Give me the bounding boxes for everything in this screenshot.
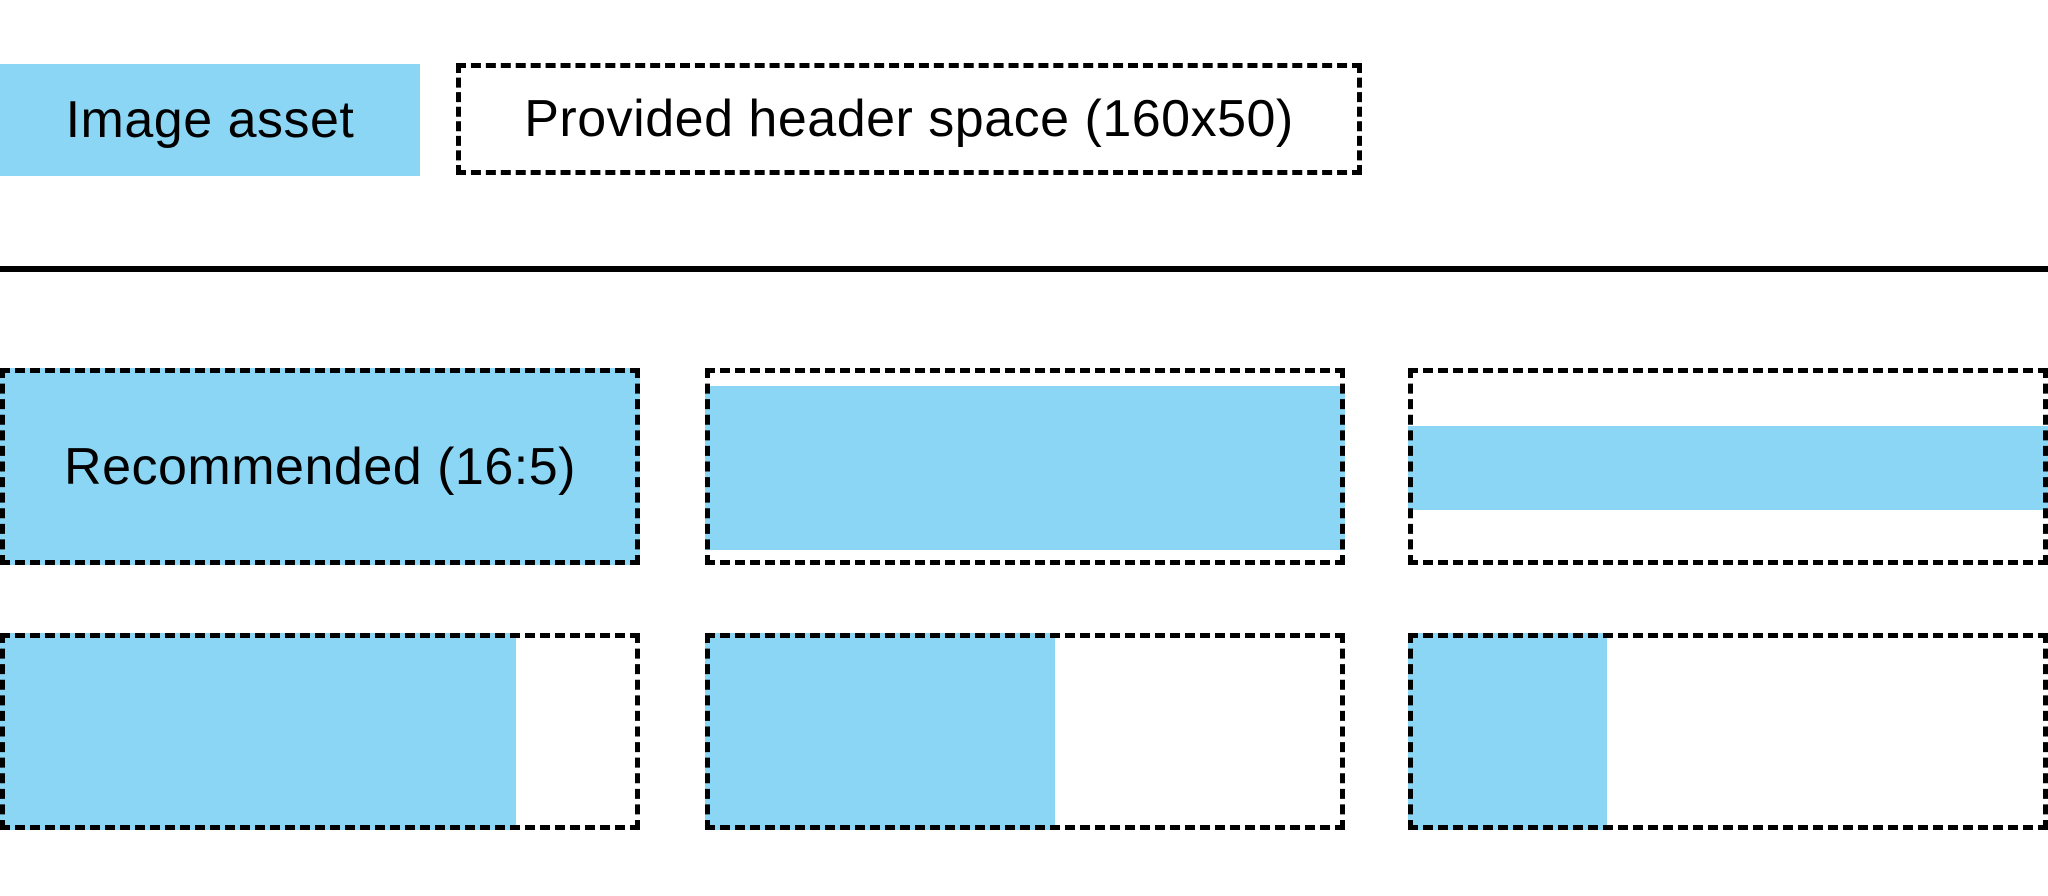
recommended-label: Recommended (16:5): [64, 437, 576, 496]
header-space-box-half-column: [705, 633, 1345, 830]
image-asset-fill-thin-band: [1408, 426, 2048, 510]
legend-image-asset-label: Image asset: [65, 91, 355, 149]
image-asset-fill-full: [0, 368, 640, 565]
header-space-box-narrow-column: [1408, 633, 2048, 830]
legend-image-asset-swatch: Image asset: [0, 64, 420, 176]
image-asset-fill-wide-column: [0, 633, 516, 830]
header-space-box-thin-band: [1408, 368, 2048, 565]
header-space-box-recommended: Recommended (16:5): [0, 368, 640, 565]
image-asset-fill-tall-band: [705, 386, 1345, 550]
image-asset-fill-half-column: [705, 633, 1055, 830]
header-space-box-wide-column: [0, 633, 640, 830]
header-space-box-wide-band: [705, 368, 1345, 565]
legend-header-space-box: Provided header space (160x50): [456, 63, 1362, 175]
legend-header-space-label: Provided header space (160x50): [524, 90, 1294, 148]
section-divider: [0, 266, 2048, 272]
image-asset-fill-narrow-column: [1408, 633, 1607, 830]
